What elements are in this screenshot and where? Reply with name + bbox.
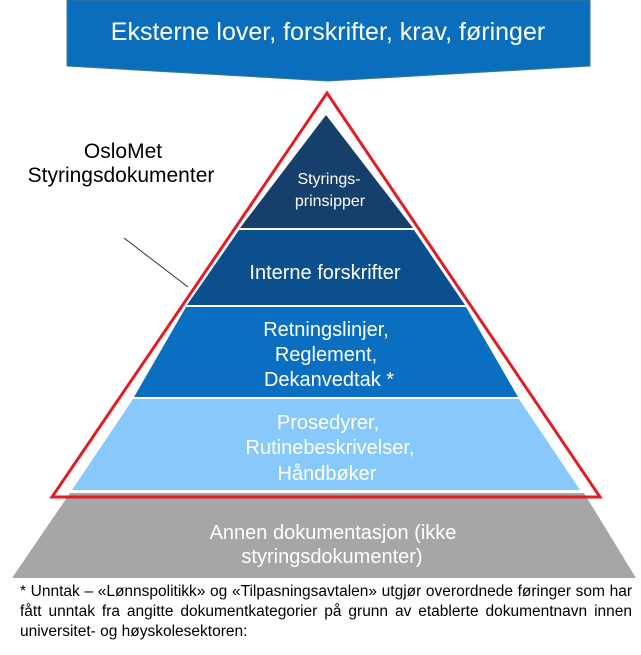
layer4-line2: Rutinebeskrivelser, (246, 437, 415, 459)
layer3-line1: Retningslinjer, (263, 319, 389, 341)
layer-governance-principles (240, 115, 413, 228)
governance-documents-outline (49, 90, 603, 499)
layer3-line3: Dekanvedtak * (264, 369, 394, 391)
layer-procedures (72, 399, 580, 490)
layer5-line1: Annen dokumentasjon (ikke (210, 522, 457, 544)
callout-leader-line (123, 237, 189, 288)
footnote: * Unntak – «Lønnspolitikk» og «Tilpasnin… (20, 583, 632, 640)
layer1-line2: prinsipper (295, 193, 366, 210)
layer1-line1: Styrings- (297, 171, 360, 188)
layer2-label: Interne forskrifter (249, 262, 401, 284)
layer3-line2: Reglement, (275, 344, 377, 366)
callout-label-line2: Styringsdokumenter (28, 164, 215, 187)
layer-other-documentation (12, 493, 636, 578)
layer5-line2: styringsdokumenter) (241, 546, 422, 568)
external-requirements-banner (66, 0, 591, 82)
layer-internal-regulations (187, 230, 465, 305)
banner-text: Eksterne lover, forskrifter, krav, førin… (111, 18, 545, 46)
layer-guidelines (134, 307, 518, 397)
callout-label-line1: OsloMet (84, 140, 162, 163)
layer4-line3: Håndbøker (278, 463, 377, 485)
layer4-line1: Prosedyrer, (277, 412, 379, 434)
